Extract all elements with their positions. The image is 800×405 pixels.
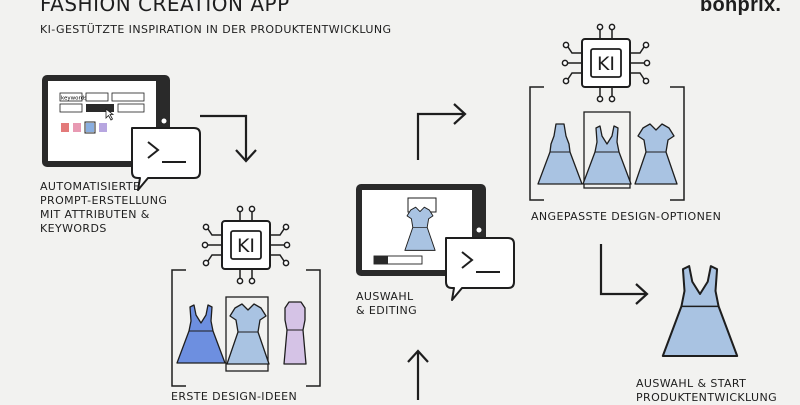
terminal-bubble-icon bbox=[445, 237, 515, 301]
prompt-caption: AUTOMATISIERTE PROMPT-ERSTELLUNG MIT ATT… bbox=[40, 180, 167, 236]
first-ideas-caption: ERSTE DESIGN-IDEEN bbox=[171, 390, 298, 403]
caption-line: & EDITING bbox=[356, 304, 418, 317]
dress-halter-icon bbox=[537, 123, 583, 185]
dress-lilac-icon bbox=[283, 301, 307, 365]
dress-sleeve-icon bbox=[634, 123, 678, 185]
arrow-to-final bbox=[599, 244, 646, 296]
first-ideas-bracket-left bbox=[171, 269, 186, 387]
dress-royal-icon bbox=[176, 304, 226, 364]
page-subtitle: KI-GESTÜTZTE INSPIRATION IN DER PRODUKTE… bbox=[40, 23, 392, 36]
adjusted-caption: ANGEPASSTE DESIGN-OPTIONEN bbox=[531, 210, 722, 223]
ki-chip-icon: KI bbox=[201, 205, 291, 285]
selected-design-frame bbox=[225, 296, 269, 372]
first-ideas-bracket-right bbox=[306, 269, 321, 387]
ki-chip-label: KI bbox=[237, 235, 255, 257]
caption-line: AUTOMATISIERTE bbox=[40, 180, 141, 193]
final-caption: AUSWAHL & START PRODUKTENTWICKLUNG bbox=[636, 377, 777, 405]
final-dress-icon bbox=[661, 265, 739, 358]
keywords-field-text: keywords bbox=[61, 96, 87, 102]
dress-blue-icon bbox=[226, 303, 270, 365]
ki-chip-label: KI bbox=[597, 53, 615, 75]
arrow-to-first-ideas bbox=[200, 114, 248, 160]
dress-wrap-icon bbox=[582, 125, 632, 185]
caption-line: AUSWAHL & START bbox=[636, 377, 747, 390]
caption-line: PROMPT-ERSTELLUNG bbox=[40, 194, 168, 207]
adjusted-bracket-right bbox=[670, 86, 685, 201]
selected-option-frame bbox=[583, 111, 631, 189]
adjusted-bracket-left bbox=[529, 86, 544, 201]
editing-caption: AUSWAHL & EDITING bbox=[356, 290, 417, 318]
brand-logo: bonprix. bbox=[700, 0, 782, 16]
caption-line: KEYWORDS bbox=[40, 222, 107, 235]
caption-line: AUSWAHL bbox=[356, 290, 414, 303]
caption-line: MIT ATTRIBUTEN & bbox=[40, 208, 150, 221]
page-title: FASHION CREATION APP bbox=[40, 0, 290, 16]
ki-chip-icon: KI bbox=[561, 23, 651, 103]
caption-line: PRODUKTENTWICKLUNG bbox=[636, 391, 778, 404]
arrow-to-adjusted bbox=[416, 112, 464, 160]
